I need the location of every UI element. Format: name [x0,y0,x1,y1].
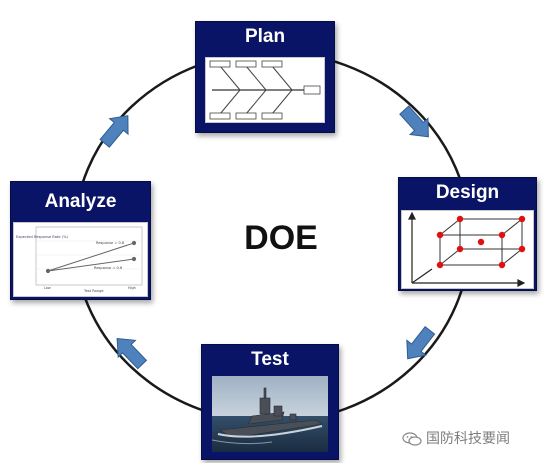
design-point [518,215,526,223]
arrow-analyze-to-plan [99,115,129,148]
test-title: Test [251,349,289,370]
ship-image-graphic [212,376,328,452]
analyze-title: Analyze [44,191,117,212]
arrow-test-to-analyze [116,338,148,370]
design-title: Design [435,182,500,203]
fishbone-diagram-graphic [209,60,321,120]
legend-upper: Response = 0.8 [96,241,125,245]
center-label: DOE [244,219,318,257]
arrow-design-to-test [406,325,436,360]
design-point [456,245,464,253]
design-point-center [477,238,485,246]
plan-fishbone-panel [205,57,325,123]
design-point [498,261,506,269]
plan-title: Plan [244,26,286,47]
design-card: Design [398,177,537,291]
watermark: 国防科技要闻 [402,428,510,448]
analyze-card: Analyze Response = 0.8 Response = 0.6 [10,181,151,300]
design-point [436,231,444,239]
design-point [518,245,526,253]
analyze-chart-panel: Response = 0.8 Response = 0.6 Expected R… [13,222,148,297]
x-tick-high: High [128,286,136,290]
design-point [456,215,464,223]
design-cube-panel [401,210,534,289]
design-point [436,261,444,269]
y-axis-label: Expected Response Rate (%) [16,235,69,239]
wechat-icon [402,432,422,446]
plan-card: Plan [195,21,335,133]
x-tick-low: Low [44,286,51,290]
watermark-text: 国防科技要闻 [426,431,510,447]
design-point [498,231,506,239]
legend-lower: Response = 0.6 [94,266,123,270]
factorial-cube-graphic [408,211,526,287]
test-card: Test [201,344,339,460]
arrow-plan-to-design [399,105,429,138]
test-ship-photo [212,376,328,452]
analyze-line-chart: Response = 0.8 Response = 0.6 Expected R… [16,226,143,293]
x-axis-label: Test Range [83,289,104,293]
